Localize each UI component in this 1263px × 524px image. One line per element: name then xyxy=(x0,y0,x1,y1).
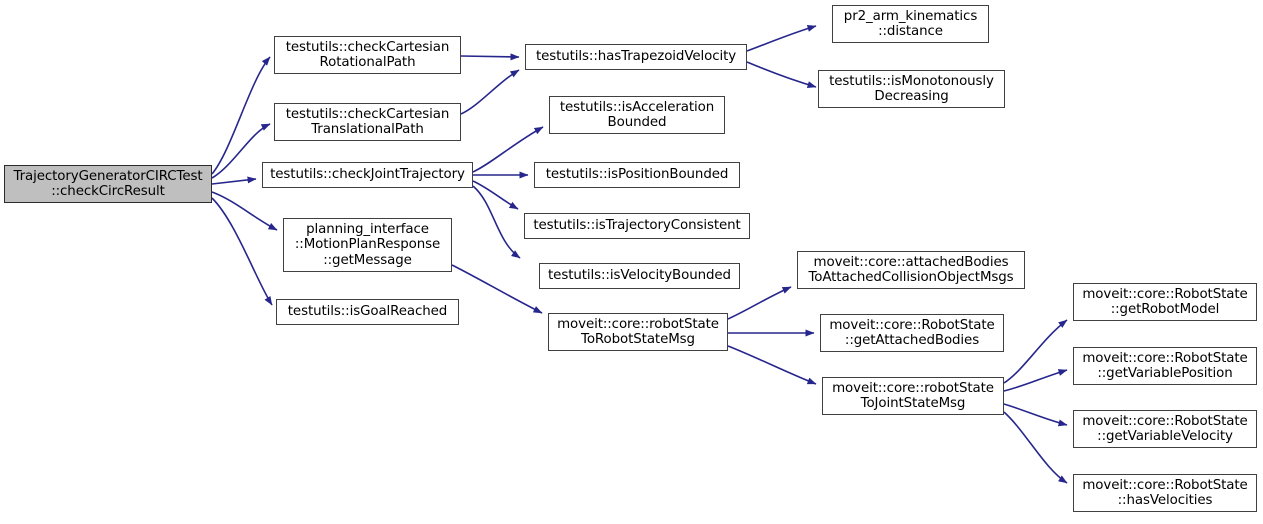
graph-edge-rsToRsMsg-to-rsToJsMsg xyxy=(727,345,817,385)
graph-node-isAccelBounded[interactable]: testutils::isAcceleration Bounded xyxy=(549,96,725,134)
graph-node-label: testutils::checkJointTrajectory xyxy=(270,167,465,183)
graph-node-label: moveit::core::robotState ToJointStateMsg xyxy=(832,380,994,412)
graph-node-getVarVelocity[interactable]: moveit::core::RobotState ::getVariableVe… xyxy=(1073,410,1257,448)
graph-edge-rsToJsMsg-to-getVarVelocity xyxy=(1003,403,1068,427)
graph-node-isGoalReached[interactable]: testutils::isGoalReached xyxy=(276,299,459,325)
graph-node-label: testutils::isVelocityBounded xyxy=(548,268,731,284)
graph-node-label: moveit::core::attachedBodies ToAttachedC… xyxy=(808,254,1014,286)
graph-node-label: moveit::core::RobotState ::getVariableVe… xyxy=(1082,413,1248,445)
graph-edge-rsToJsMsg-to-getRobotModel xyxy=(1003,319,1068,384)
graph-node-checkJointTraj[interactable]: testutils::checkJointTrajectory xyxy=(262,162,473,188)
graph-node-label: pr2_arm_kinematics ::distance xyxy=(843,8,978,40)
graph-edge-checkJointTraj-to-isVelBounded xyxy=(472,185,521,259)
graph-node-label: testutils::isPositionBounded xyxy=(545,167,729,183)
graph-node-isTrajConsist[interactable]: testutils::isTrajectoryConsistent xyxy=(524,213,750,239)
graph-node-label: testutils::hasTrapezoidVelocity xyxy=(535,49,737,65)
graph-node-isMonoDecr[interactable]: testutils::isMonotonously Decreasing xyxy=(818,70,1005,108)
graph-edge-checkCartRot-to-hasTrapVel xyxy=(460,53,520,61)
graph-node-label: testutils::isTrajectoryConsistent xyxy=(533,218,741,234)
graph-edge-rsToRsMsg-to-attachedBodies xyxy=(727,286,792,320)
graph-edge-rsToJsMsg-to-hasVelocities xyxy=(1003,411,1068,484)
graph-node-label: testutils::isGoalReached xyxy=(287,304,448,320)
graph-node-rsToRsMsg[interactable]: moveit::core::robotState ToRobotStateMsg xyxy=(548,313,728,351)
graph-node-getVarPosition[interactable]: moveit::core::RobotState ::getVariablePo… xyxy=(1073,347,1257,385)
graph-edge-rsToJsMsg-to-getVarPosition xyxy=(1003,369,1068,392)
graph-edge-hasTrapVel-to-isMonoDecr xyxy=(746,61,817,88)
graph-node-getRobotModel[interactable]: moveit::core::RobotState ::getRobotModel xyxy=(1073,283,1257,321)
graph-node-label: moveit::core::robotState ToRobotStateMsg xyxy=(557,316,719,348)
graph-node-label: moveit::core::RobotState ::getVariablePo… xyxy=(1082,350,1248,382)
graph-edge-checkJointTraj-to-isTrajConsist xyxy=(472,180,519,210)
graph-node-hasVelocities[interactable]: moveit::core::RobotState ::hasVelocities xyxy=(1073,474,1257,512)
graph-node-rsToJsMsg[interactable]: moveit::core::robotState ToJointStateMsg xyxy=(822,377,1004,415)
graph-node-label: moveit::core::RobotState ::hasVelocities xyxy=(1082,477,1248,509)
graph-node-label: moveit::core::RobotState ::getRobotModel xyxy=(1082,286,1248,318)
graph-edge-checkCartTrans-to-hasTrapVel xyxy=(460,69,520,115)
graph-node-isVelBounded[interactable]: testutils::isVelocityBounded xyxy=(539,263,740,289)
graph-edge-hasTrapVel-to-pr2distance xyxy=(746,25,817,52)
graph-node-checkCartTrans[interactable]: testutils::checkCartesian TranslationalP… xyxy=(274,103,461,141)
graph-edge-checkJointTraj-to-isAccelBounded xyxy=(472,126,544,173)
graph-node-label: planning_interface ::MotionPlanResponse … xyxy=(294,221,441,268)
graph-node-root[interactable]: TrajectoryGeneratorCIRCTest ::checkCircR… xyxy=(4,165,212,203)
graph-node-label: testutils::isMonotonously Decreasing xyxy=(829,73,994,105)
graph-edge-root-to-checkCartRot xyxy=(211,56,271,175)
graph-node-label: TrajectoryGeneratorCIRCTest ::checkCircR… xyxy=(13,168,203,200)
graph-edge-root-to-isGoalReached xyxy=(211,197,273,306)
graph-node-attachedBodies[interactable]: moveit::core::attachedBodies ToAttachedC… xyxy=(797,251,1025,289)
graph-edge-root-to-motionPlanResp xyxy=(211,191,278,231)
graph-node-hasTrapVel[interactable]: testutils::hasTrapezoidVelocity xyxy=(525,44,747,70)
graph-node-label: testutils::checkCartesian RotationalPath xyxy=(285,39,450,71)
graph-node-isPosBounded[interactable]: testutils::isPositionBounded xyxy=(534,162,740,188)
graph-node-motionPlanResp[interactable]: planning_interface ::MotionPlanResponse … xyxy=(283,218,452,272)
graph-edge-motionPlanResp-to-rsToRsMsg xyxy=(451,264,543,314)
graph-node-checkCartRot[interactable]: testutils::checkCartesian RotationalPath xyxy=(274,36,461,74)
graph-node-getAttBodies[interactable]: moveit::core::RobotState ::getAttachedBo… xyxy=(820,314,1004,352)
graph-node-label: testutils::isAcceleration Bounded xyxy=(559,99,715,131)
graph-node-pr2distance[interactable]: pr2_arm_kinematics ::distance xyxy=(832,5,989,43)
graph-node-label: testutils::checkCartesian TranslationalP… xyxy=(285,106,450,138)
graph-edge-root-to-checkJointTraj xyxy=(211,176,257,185)
graph-node-label: moveit::core::RobotState ::getAttachedBo… xyxy=(829,317,995,349)
